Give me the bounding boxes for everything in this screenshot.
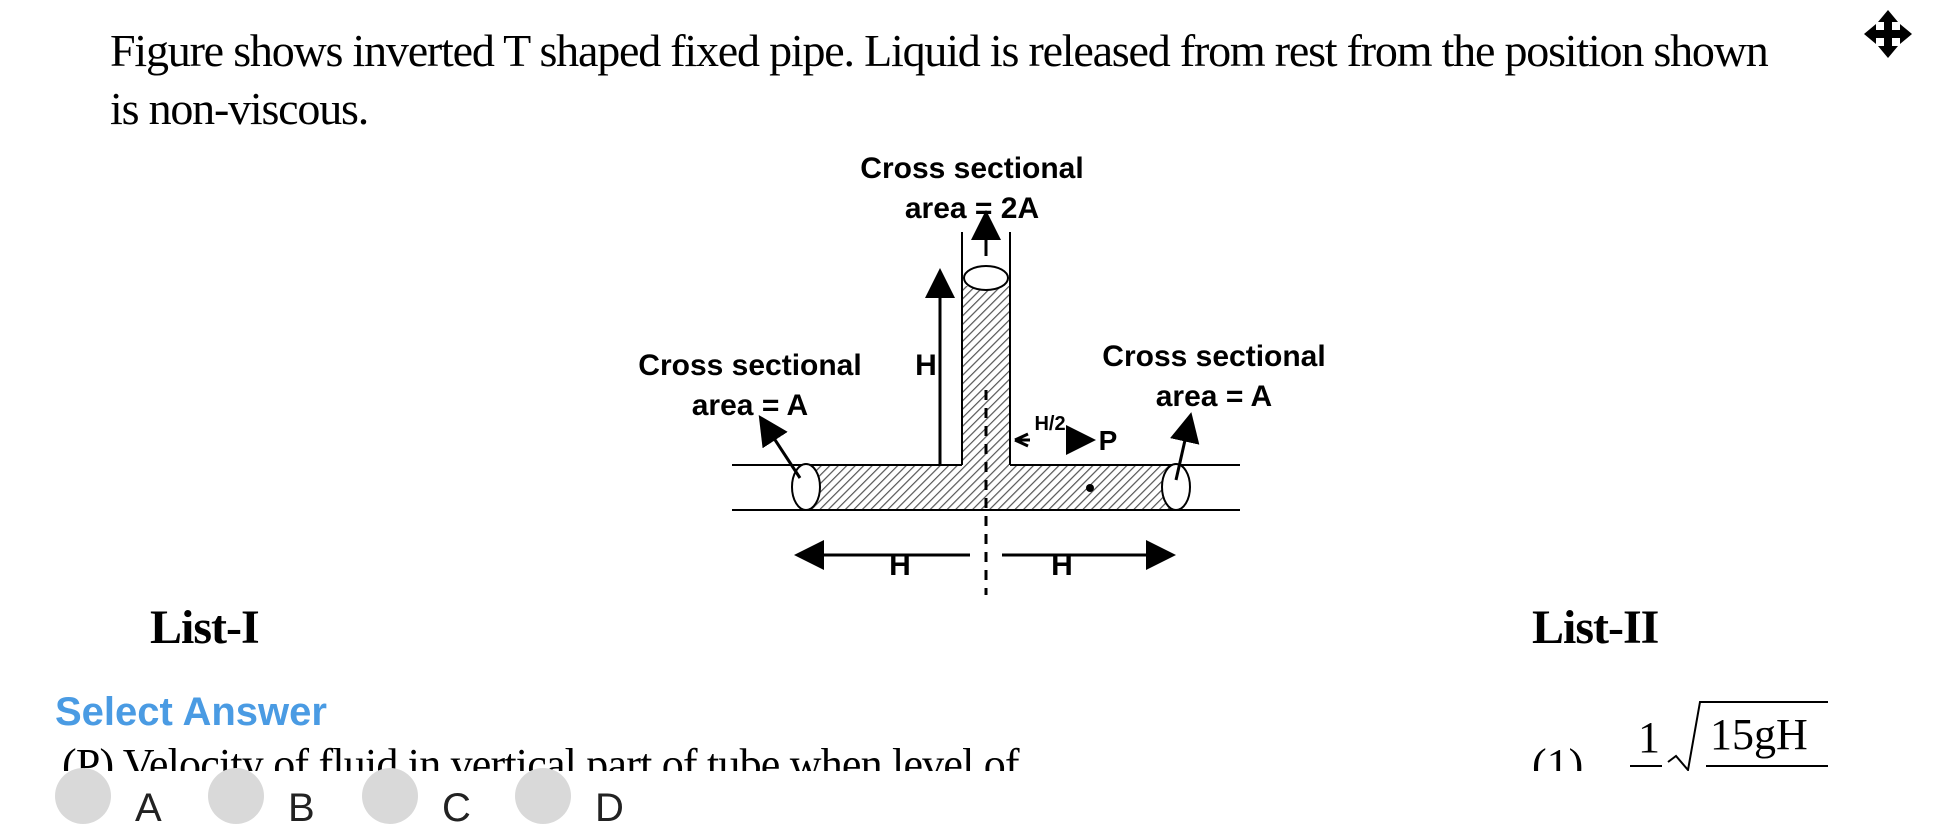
select-answer-label: Select Answer [55,690,327,734]
right-width-label: H [1051,549,1073,582]
option-b-label: B [288,786,315,830]
option-a-label: A [135,786,162,830]
radio-b[interactable] [208,768,264,824]
left-width-label: H [889,549,911,582]
height-label: H [915,349,937,382]
point-p-label: P [1099,425,1118,456]
left-area-label-1: Cross sectional [638,349,861,382]
list-2-heading: List-II [1532,601,1659,654]
top-area-label-2: area = 2A [905,192,1039,225]
option-a[interactable]: A [55,766,195,830]
vertical-pipe [961,232,1011,470]
point-p-marker [1086,484,1094,492]
top-area-label-1: Cross sectional [860,152,1083,185]
option-c[interactable]: C [362,766,502,830]
radio-a[interactable] [55,768,111,824]
list-row-p: (P) Velocity of fluid in vertical part o… [0,735,1937,771]
radio-d[interactable] [515,768,571,824]
option-b[interactable]: B [208,766,348,830]
formula-1: 1 15gH [1618,700,1828,771]
answer-options: A B C D [0,766,700,830]
right-area-label-2: area = A [1156,380,1272,413]
radio-c[interactable] [362,768,418,824]
horizontal-pipe [732,463,1240,511]
formula-radicand: 15gH [1710,710,1808,759]
left-area-label-2: area = A [692,389,808,422]
list-item-p-text: (P) Velocity of fluid in vertical part o… [62,740,1020,771]
option-d-label: D [595,786,624,830]
t-pipe-figure: Cross sectional area = 2A Cross sectiona… [620,140,1360,600]
list-item-1-number: (1) [1532,740,1584,771]
option-d[interactable]: D [515,766,655,830]
move-arrows-icon[interactable] [1862,8,1914,60]
list-1-heading: List-I [150,601,260,654]
question-line-1: Figure shows inverted T shaped fixed pip… [110,25,1769,76]
question-line-2: is non-viscous. [110,83,369,134]
question-text: Figure shows inverted T shaped fixed pip… [110,22,1880,138]
formula-numerator: 1 [1638,713,1660,762]
half-height-label: H/2 [1034,413,1065,435]
right-area-label-1: Cross sectional [1102,340,1325,373]
option-c-label: C [442,786,471,830]
annotation-arrows [758,210,1200,570]
